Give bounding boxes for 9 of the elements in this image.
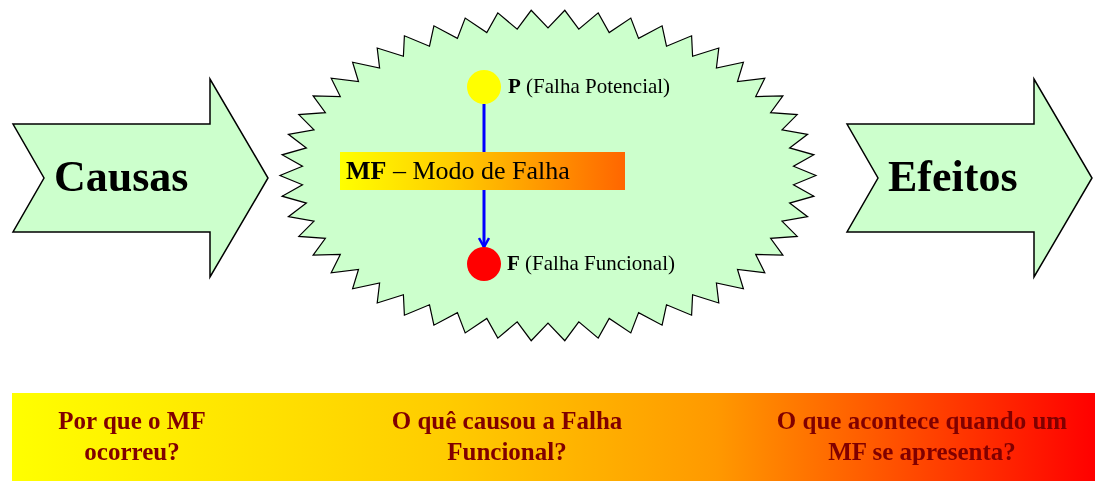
arrow-label: Efeitos — [888, 150, 1018, 202]
gradient-band — [12, 393, 1095, 481]
question-text: O quê causou a Falha Funcional? — [390, 406, 624, 467]
question-text: O que acontece quando um MF se apresenta? — [775, 406, 1069, 467]
arrow-label: Causas — [54, 150, 189, 202]
question-text: Por que o MF ocorreu? — [57, 406, 207, 467]
point-caption: P (Falha Potencial) — [508, 74, 671, 99]
point-caption: F (Falha Funcional) — [507, 251, 675, 276]
edge-label: MF – Modo de Falha — [340, 152, 625, 190]
